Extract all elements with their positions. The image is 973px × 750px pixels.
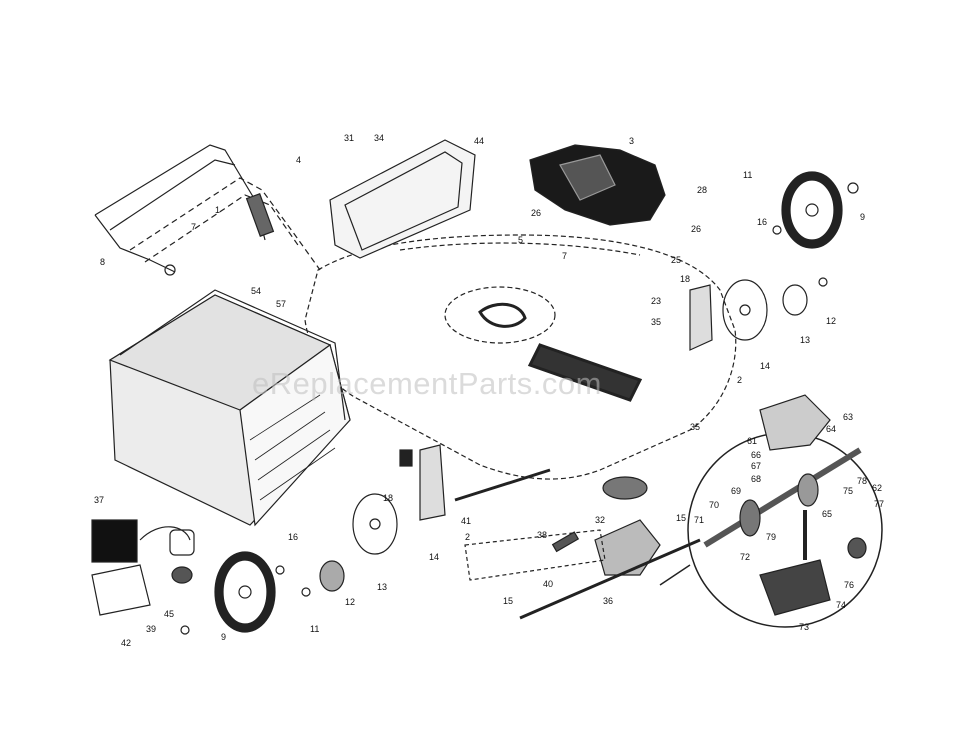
callout-12: 12 (826, 316, 837, 326)
callout-7: 7 (191, 222, 197, 232)
callout-15: 15 (503, 596, 514, 606)
callout-18: 18 (383, 493, 394, 503)
callout-71: 71 (694, 515, 705, 525)
callout-69: 69 (731, 486, 742, 496)
callout-32: 32 (595, 515, 606, 525)
callout-70: 70 (709, 500, 720, 510)
callout-28: 28 (697, 185, 708, 195)
callout-34: 34 (374, 133, 385, 143)
callout-45: 45 (164, 609, 175, 619)
callout-31: 31 (344, 133, 355, 143)
callout-66: 66 (751, 450, 762, 460)
upper-handle (94, 144, 266, 241)
wheel-adjuster-left (352, 493, 398, 555)
callout-16: 16 (288, 532, 299, 542)
callout-14: 14 (429, 552, 440, 562)
callout-13: 13 (800, 335, 811, 345)
callout-76: 76 (844, 580, 855, 590)
callout-74: 74 (836, 600, 847, 610)
deck-blade-hub (444, 286, 556, 344)
callout-39: 39 (146, 624, 157, 634)
callout-57: 57 (276, 299, 287, 309)
callout-77: 77 (874, 499, 885, 509)
callout-35: 35 (651, 317, 662, 327)
callout-23: 23 (651, 296, 662, 306)
callout-61: 61 (747, 436, 758, 446)
callout-73: 73 (799, 622, 810, 632)
callout-1: 1 (215, 205, 221, 215)
callout-75: 75 (843, 486, 854, 496)
cable-control (245, 193, 275, 237)
callout-36: 36 (603, 596, 614, 606)
callout-63: 63 (843, 412, 854, 422)
mower-deck (304, 234, 737, 480)
callout-54: 54 (251, 286, 262, 296)
transmission (594, 519, 661, 576)
callout-13: 13 (377, 582, 388, 592)
charger (91, 519, 138, 563)
watermark: eReplacementParts.com (252, 366, 602, 401)
callout-2: 2 (465, 532, 471, 542)
callout-7: 7 (562, 251, 568, 261)
callout-65: 65 (822, 509, 833, 519)
callout-14: 14 (760, 361, 771, 371)
callout-35: 35 (690, 422, 701, 432)
wheel-adjuster-right (722, 279, 768, 341)
callout-26: 26 (531, 208, 542, 218)
callout-40: 40 (543, 579, 554, 589)
callout-25: 25 (671, 255, 682, 265)
callout-37: 37 (94, 495, 105, 505)
battery-tray (91, 564, 151, 616)
callout-62: 62 (872, 483, 883, 493)
callout-4: 4 (296, 155, 302, 165)
callout-9: 9 (860, 212, 866, 222)
callout-67: 67 (751, 461, 762, 471)
axle (519, 538, 701, 620)
callout-15: 15 (676, 513, 687, 523)
callout-68: 68 (751, 474, 762, 484)
callout-12: 12 (345, 597, 356, 607)
callout-18: 18 (680, 274, 691, 284)
callout-79: 79 (766, 532, 777, 542)
callout-26: 26 (691, 224, 702, 234)
callout-38: 38 (537, 530, 548, 540)
callout-64: 64 (826, 424, 837, 434)
callout-44: 44 (474, 136, 485, 146)
pulley (602, 476, 648, 500)
callout-78: 78 (857, 476, 868, 486)
callout-11: 11 (310, 624, 320, 634)
callout-11: 11 (743, 170, 753, 180)
callout-41: 41 (461, 516, 472, 526)
callout-72: 72 (740, 552, 751, 562)
callout-5: 5 (518, 235, 524, 245)
callout-8: 8 (100, 257, 106, 267)
callout-16: 16 (757, 217, 768, 227)
callout-42: 42 (121, 638, 132, 648)
callout-2: 2 (737, 375, 743, 385)
callout-3: 3 (629, 136, 635, 146)
callout-9: 9 (221, 632, 227, 642)
control-console (329, 139, 476, 259)
